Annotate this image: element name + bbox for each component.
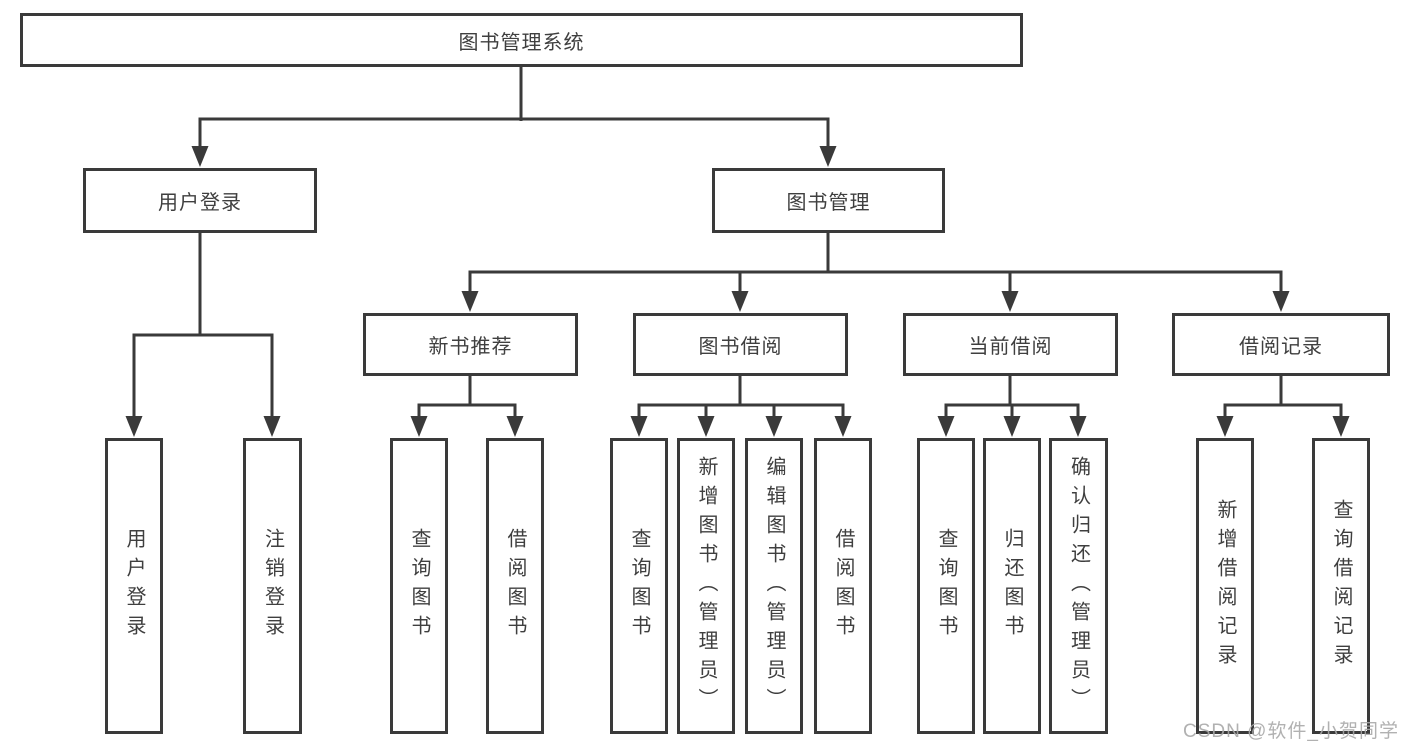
leaf-current-return-books: 归还图书 [983,438,1041,734]
node-label: 查询图书 [408,528,430,644]
node-label: 图书管理系统 [458,31,585,54]
node-label: 归还图书 [1001,528,1023,644]
node-label: 确认归还（管理员） [1067,455,1090,717]
node-user-login: 用户登录 [83,168,317,233]
node-borrow-records: 借阅记录 [1172,313,1390,376]
node-label: 查询图书 [935,528,957,644]
csdn-watermark: CSDN @软件_小贺同学 [1183,721,1399,742]
leaf-current-confirm-return-admin: 确认归还（管理员） [1049,438,1108,734]
node-label: 新增借阅记录 [1214,499,1236,673]
node-label: 借阅图书 [504,528,526,644]
node-label: 新增图书（管理员） [695,455,717,717]
node-label: 用户登录 [123,528,145,644]
connector-segments [132,67,1343,418]
leaf-recommend-borrow-books: 借阅图书 [486,438,544,734]
leaf-borrow-edit-books-admin: 编辑图书（管理员） [745,438,803,734]
node-new-book-recommend: 新书推荐 [363,313,578,376]
leaf-records-add-record: 新增借阅记录 [1196,438,1254,734]
node-label: 编辑图书（管理员） [763,455,785,717]
node-library-system: 图书管理系统 [20,13,1023,67]
leaf-user-login: 用户登录 [105,438,163,734]
leaf-borrow-query-books: 查询图书 [610,438,668,734]
leaf-records-query-record: 查询借阅记录 [1312,438,1370,734]
node-label: 图书管理 [786,192,871,214]
node-label: 注销登录 [261,528,284,644]
node-label: 当前借阅 [968,336,1053,358]
leaf-current-query-books: 查询图书 [917,438,975,734]
node-label: 查询借阅记录 [1330,499,1352,673]
node-label: 借阅记录 [1239,336,1323,358]
leaf-borrow-add-books-admin: 新增图书（管理员） [677,438,735,734]
node-label: 新书推荐 [428,336,513,358]
node-label: 图书借阅 [698,336,783,358]
node-book-management: 图书管理 [712,168,945,233]
node-label: 查询图书 [628,528,650,644]
node-current-borrow: 当前借阅 [903,313,1118,376]
arrowheads [125,146,1350,437]
leaf-borrow-borrow-books: 借阅图书 [814,438,872,734]
node-label: 用户登录 [158,192,242,214]
node-label: 借阅图书 [832,528,854,644]
leaf-recommend-query-books: 查询图书 [390,438,448,734]
leaf-logout: 注销登录 [243,438,302,734]
node-book-borrow: 图书借阅 [633,313,848,376]
